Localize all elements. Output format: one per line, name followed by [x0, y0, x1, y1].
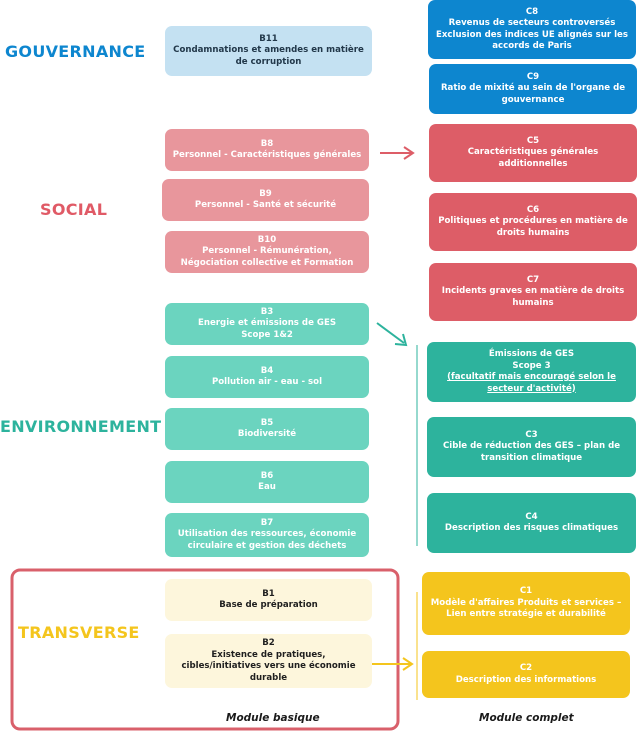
box-c6: C6 Politiques et procédures en matière d… — [429, 193, 637, 251]
desc-c6: Politiques et procédures en matière de d… — [438, 216, 628, 238]
desc-b4: Pollution air - eau - sol — [211, 377, 323, 387]
desc-c3: Cible de réduction des GES – plan de tra… — [442, 441, 621, 463]
code-c8: C8 — [525, 6, 539, 17]
desc-b3-line1: Energie et émissions de GES — [197, 318, 337, 329]
basic-module-frame — [10, 568, 400, 731]
code-b8: B8 — [260, 138, 274, 149]
desc-c4: Description des risques climatiques — [444, 523, 619, 533]
box-b9: B9 Personnel - Santé et sécurité — [162, 179, 369, 221]
desc-b1: Base de préparation — [219, 600, 318, 610]
desc-b5: Biodiversité — [237, 429, 297, 439]
code-c7: C7 — [526, 274, 540, 285]
box-b11: B11 Condamnations et amendes en matière … — [165, 26, 372, 76]
module-complete-label: Module complet — [479, 712, 574, 724]
desc-c2: Description des informations — [455, 674, 597, 685]
code-b3: B3 — [260, 306, 274, 317]
desc-c1: Modèle d'affaires Produits et services –… — [430, 597, 622, 620]
ghg-title: Émissions de GES — [488, 349, 575, 359]
box-b10: B10 Personnel - Rémunération, Négociatio… — [165, 231, 369, 273]
desc-c8-line2: Exclusion des indices UE alignés sur les… — [435, 29, 628, 52]
box-c1: C1 Modèle d'affaires Produits et service… — [422, 572, 630, 635]
environment-arrow-head — [394, 333, 408, 347]
box-c4: C4 Description des risques climatiques — [427, 493, 636, 553]
transverse-arrow-head — [402, 657, 414, 671]
desc-b8: Personnel - Caractéristiques générales — [172, 150, 362, 160]
box-c7: C7 Incidents graves en matière de droits… — [429, 263, 637, 321]
desc-b10-line1: Personnel - Rémunération, — [202, 246, 332, 257]
box-b7: B7 Utilisation des ressources, économie … — [165, 513, 369, 557]
desc-b11: Condamnations et amendes en matière de c… — [173, 45, 364, 67]
desc-b7: Utilisation des ressources, économie cir… — [177, 529, 357, 551]
box-b2: B2 Existence de pratiques, cibles/initia… — [165, 634, 372, 688]
code-b6: B6 — [260, 470, 274, 481]
box-c3: C3 Cible de réduction des GES – plan de … — [427, 417, 636, 477]
code-b11: B11 — [259, 33, 278, 44]
module-basic-label: Module basique — [226, 712, 320, 724]
desc-b6: Eau — [258, 482, 276, 492]
box-b8: B8 Personnel - Caractéristiques générale… — [165, 129, 369, 171]
desc-b2: Existence de pratiques, cibles/initiativ… — [181, 649, 356, 683]
box-b4: B4 Pollution air - eau - sol — [165, 356, 369, 398]
code-c5: C5 — [526, 135, 540, 146]
category-environnement: ENVIRONNEMENT — [0, 417, 162, 436]
code-b5: B5 — [260, 417, 274, 428]
desc-c5: Caractéristiques générales additionnelle… — [467, 147, 599, 169]
desc-b9: Personnel - Santé et sécurité — [194, 200, 337, 210]
box-ghg-scope3: Émissions de GES Scope 3 (facultatif mai… — [427, 342, 636, 402]
box-c8: C8 Revenus de secteurs controversés Excl… — [428, 0, 636, 59]
code-c6: C6 — [526, 204, 540, 215]
box-c5: C5 Caractéristiques générales additionne… — [429, 124, 637, 182]
code-c3: C3 — [525, 429, 538, 440]
category-social: SOCIAL — [40, 200, 108, 219]
box-b1: B1 Base de préparation — [165, 579, 372, 621]
box-b3: B3 Energie et émissions de GES Scope 1&2 — [165, 303, 369, 345]
category-transverse: TRANSVERSE — [18, 623, 140, 642]
code-b4: B4 — [260, 365, 274, 376]
ghg-scope: Scope 3 — [512, 360, 551, 371]
box-c2: C2 Description des informations — [422, 651, 630, 698]
environment-arrow — [376, 322, 405, 344]
box-c9: C9 Ratio de mixité au sein de l'organe d… — [429, 64, 637, 114]
code-c2: C2 — [519, 663, 533, 673]
desc-b3-line2: Scope 1&2 — [241, 329, 293, 340]
ghg-note: (facultatif mais encouragé selon le sect… — [447, 372, 616, 394]
code-b10: B10 — [257, 234, 277, 245]
desc-c8-line1: Revenus de secteurs controversés — [448, 18, 616, 28]
code-b1: B1 — [262, 588, 275, 599]
box-b6: B6 Eau — [165, 461, 369, 503]
desc-c7: Incidents graves en matière de droits hu… — [441, 286, 625, 308]
code-c1: C1 — [519, 586, 533, 597]
code-c4: C4 — [525, 511, 538, 522]
category-gouvernance: GOUVERNANCE — [5, 42, 146, 61]
code-b7: B7 — [260, 517, 274, 528]
code-b9: B9 — [259, 188, 272, 199]
code-c9: C9 — [526, 71, 540, 82]
social-arrow-head — [403, 146, 415, 160]
box-b5: B5 Biodiversité — [165, 408, 369, 450]
code-b2: B2 — [262, 638, 275, 648]
desc-c9: Ratio de mixité au sein de l'organe de g… — [440, 83, 626, 105]
desc-b10-line2: Négociation collective et Formation — [180, 257, 354, 268]
